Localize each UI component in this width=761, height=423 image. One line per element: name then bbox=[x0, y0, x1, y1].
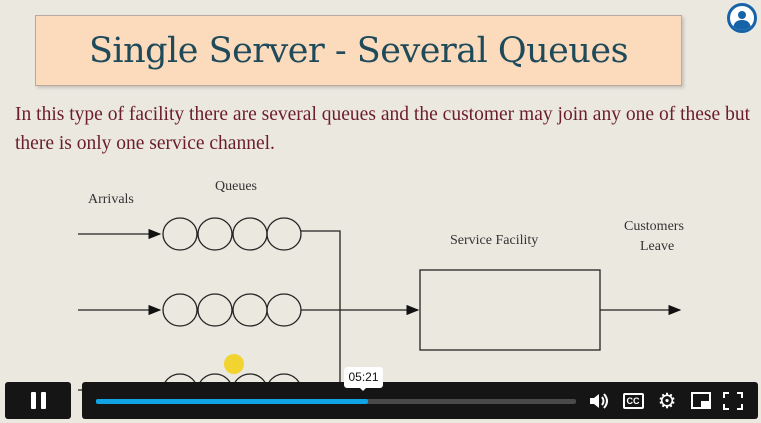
progress-bar[interactable] bbox=[96, 399, 576, 404]
slide-title: Single Server - Several Queues bbox=[88, 30, 629, 71]
fullscreen-icon[interactable] bbox=[722, 391, 744, 411]
service-facility-box bbox=[419, 269, 601, 351]
gear-icon[interactable]: ⚙ bbox=[657, 389, 677, 413]
pause-button[interactable] bbox=[5, 382, 71, 419]
time-tooltip: 05:21 bbox=[344, 367, 383, 391]
pip-icon[interactable] bbox=[690, 391, 712, 411]
queues-label: Queues bbox=[215, 179, 257, 194]
leave-label: Leave bbox=[640, 239, 675, 254]
cc-button[interactable]: CC bbox=[622, 391, 644, 411]
slide-title-box: Single Server - Several Queues bbox=[35, 15, 682, 86]
queue-row-2 bbox=[162, 293, 302, 327]
slide-body-text: In this type of facility there are sever… bbox=[15, 104, 750, 154]
queue-row-1 bbox=[162, 217, 302, 251]
cursor-highlight bbox=[224, 354, 244, 374]
cc-icon: CC bbox=[622, 393, 644, 409]
customers-label: Customers bbox=[624, 219, 684, 234]
arrivals-label: Arrivals bbox=[88, 192, 134, 207]
channel-avatar-icon[interactable] bbox=[727, 3, 757, 33]
service-facility-label: Service Facility bbox=[450, 233, 539, 248]
volume-icon[interactable] bbox=[588, 391, 610, 411]
progress-fill bbox=[96, 399, 369, 404]
control-bar: CC ⚙ bbox=[82, 382, 758, 419]
pause-icon bbox=[30, 392, 36, 409]
